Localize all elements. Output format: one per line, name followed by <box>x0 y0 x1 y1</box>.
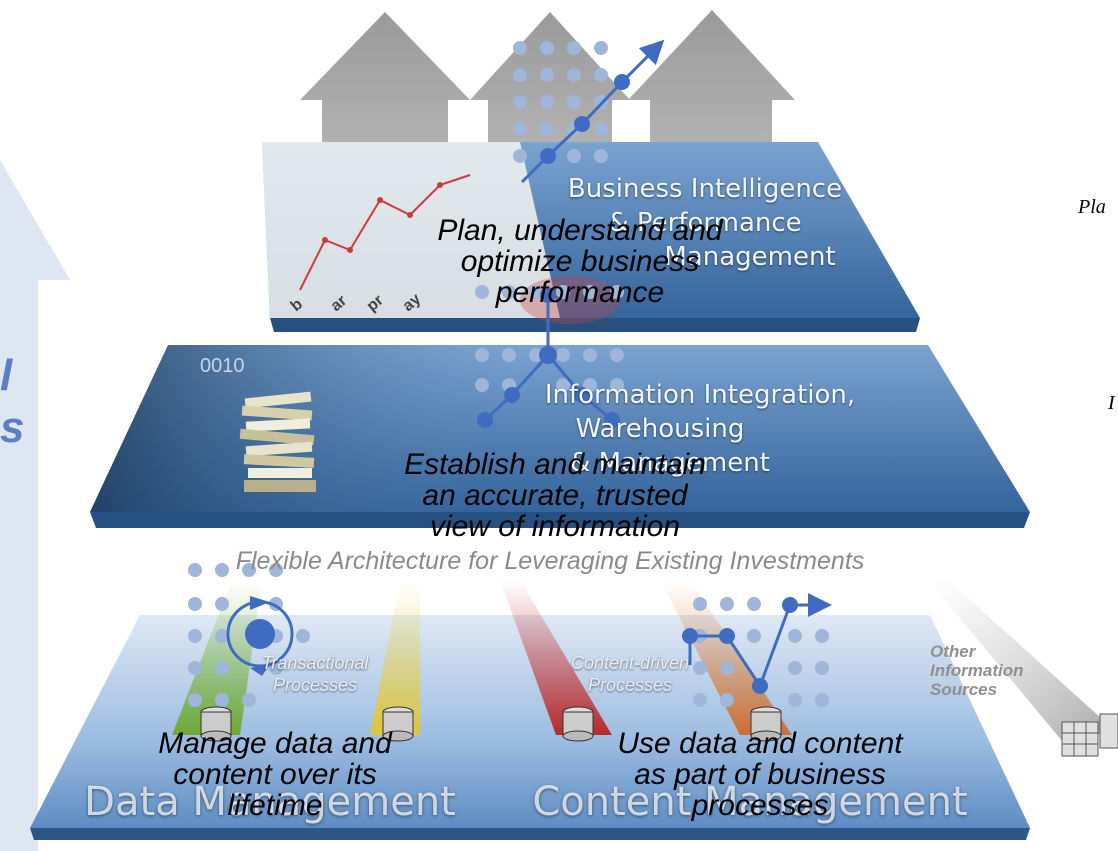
content-management-title: Content Management <box>532 779 968 825</box>
trend-arrow-icon <box>520 39 665 184</box>
process-flow-icon <box>682 593 832 694</box>
integration-caption: Establish and maintain an accurate, trus… <box>320 449 790 542</box>
binary-overlay: 0010 <box>200 355 245 377</box>
content-caption-line-1: Use data and content <box>617 727 903 760</box>
cycle-arrow-icon <box>226 596 294 676</box>
bi-title-line-2: & Performance <box>608 208 802 238</box>
left-edge-line-2: s <box>0 403 25 452</box>
data-caption-line-2: content over its <box>173 758 377 791</box>
dot-grid-left <box>188 563 310 707</box>
database-icon-2 <box>382 706 414 742</box>
integration-title-line-3: & Management <box>570 448 770 478</box>
right-edge-text-top: Pla <box>1078 196 1106 218</box>
database-icon-4 <box>750 706 782 742</box>
transactional-processes-label: Transactional Processes <box>200 652 430 696</box>
transactional-line-2: Processes <box>272 675 358 695</box>
integration-caption-line-1: Establish and maintain <box>404 448 706 481</box>
integration-title-line-1: Information Integration, <box>544 380 856 410</box>
left-edge-text: l s <box>0 350 24 454</box>
bi-caption-line-3: performance <box>495 276 665 309</box>
data-caption-line-3: lifetime <box>227 789 323 822</box>
content-driven-processes-label: Content-driven Processes <box>520 652 740 696</box>
content-caption-line-3: processes <box>691 789 829 822</box>
content-driven-line-2: Processes <box>587 675 673 695</box>
pale-left-arrow <box>0 160 70 851</box>
other-line-1: Other <box>930 642 976 661</box>
integration-caption-line-3: view of information <box>429 510 681 543</box>
content-management-caption: Use data and content as part of business… <box>530 728 990 821</box>
architecture-label: Flexible Architecture for Leveraging Exi… <box>235 547 865 575</box>
content-caption-line-2: as part of business <box>634 758 886 791</box>
database-icon-1 <box>200 706 232 742</box>
left-edge-line-1: l <box>0 351 13 400</box>
other-line-2: Information <box>930 661 1024 680</box>
data-management-title: Data Management <box>84 779 456 825</box>
integration-caption-line-2: an accurate, trusted <box>422 479 688 512</box>
table-icon <box>1061 721 1099 757</box>
data-management-caption: Manage data and content over its lifetim… <box>90 728 460 821</box>
bi-caption-line-1: Plan, understand and <box>437 214 723 247</box>
bi-title-line-1: Business Intelligence <box>567 174 843 204</box>
dot-grid-middle <box>475 285 624 392</box>
other-line-3: Sources <box>930 680 998 699</box>
integration-layer-title: Information Integration, Warehousing & M… <box>470 378 930 480</box>
integration-title-line-2: Warehousing <box>575 414 745 444</box>
bi-caption-line-2: optimize business <box>460 245 700 278</box>
bi-caption: Plan, understand and optimize business p… <box>370 215 790 308</box>
other-information-sources-label: Other Information Sources <box>930 642 1024 699</box>
dot-grid-right <box>693 597 829 707</box>
database-icon-3 <box>562 706 594 742</box>
data-caption-line-1: Manage data and <box>158 727 392 760</box>
bi-layer-title: Business Intelligence & Performance Mana… <box>520 172 890 274</box>
right-edge-text-mid: I <box>1108 392 1115 414</box>
transactional-line-1: Transactional <box>261 653 369 673</box>
table-icon-2 <box>1099 713 1118 749</box>
content-driven-line-1: Content-driven <box>570 653 690 673</box>
bi-layer: b ar pr ay <box>262 142 920 332</box>
hub-network-icon <box>477 287 620 428</box>
document-stack-icon <box>239 391 316 492</box>
bi-title-line-3: Management <box>664 242 836 272</box>
process-beams <box>172 580 1112 748</box>
